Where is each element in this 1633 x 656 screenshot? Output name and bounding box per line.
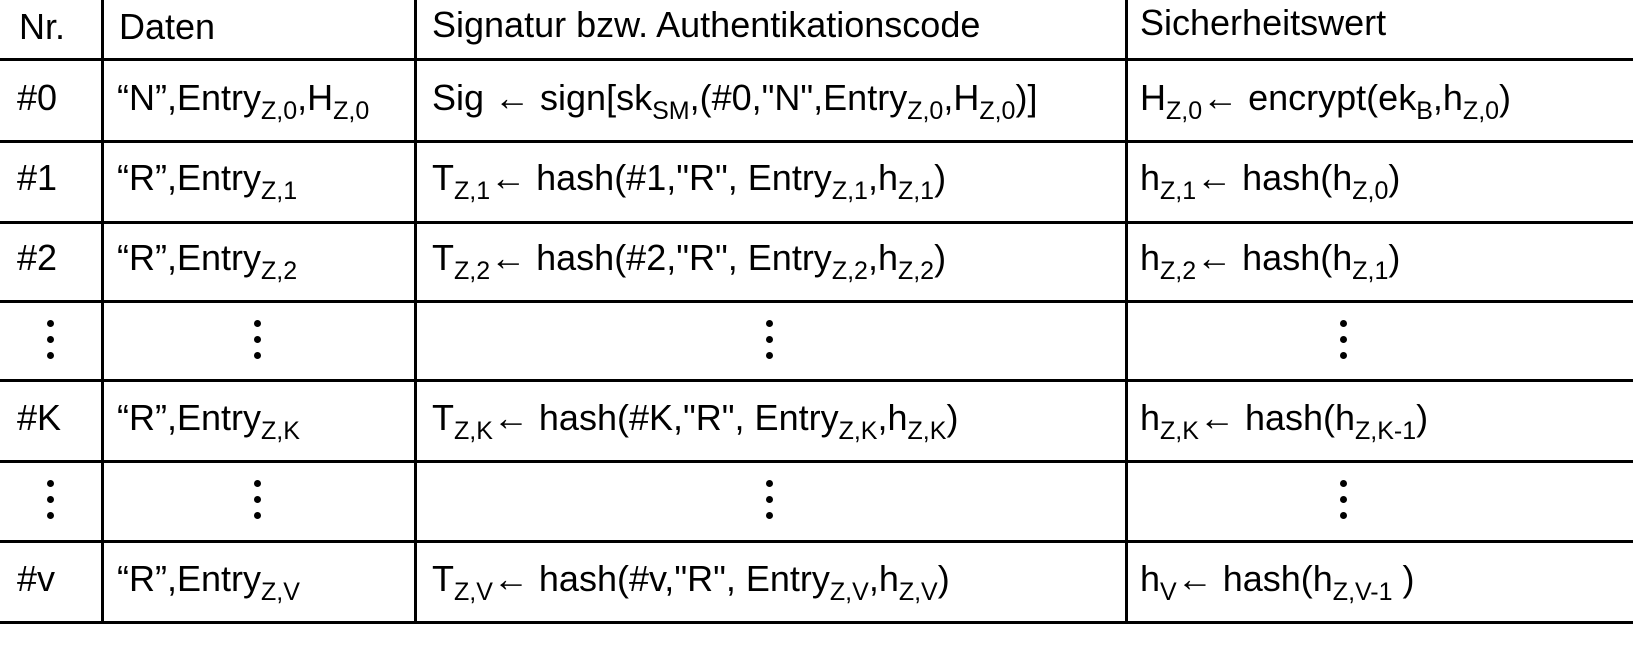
signature-cell: Sig ← sign[skSM,(#0,"N",EntryZ,0,HZ,0)]: [432, 78, 1037, 118]
row-divider: [0, 221, 1633, 224]
signature-cell: TZ,2← hash(#2,"R", EntryZ,2,hZ,2): [432, 238, 946, 278]
security-value-cell: hZ,K← hash(hZ,K-1): [1140, 398, 1428, 438]
vertical-ellipsis-icon: [1340, 480, 1347, 519]
security-value-cell: hV← hash(hZ,V-1 ): [1140, 559, 1415, 599]
daten-cell: “R”,EntryZ,2: [117, 238, 297, 278]
header-daten: Daten: [119, 7, 215, 47]
vertical-ellipsis-icon: [1340, 320, 1347, 359]
nr-cell: #1: [17, 158, 57, 198]
header-signatur: Signatur bzw. Authentikationscode: [432, 5, 980, 45]
nr-cell: #v: [17, 559, 55, 599]
row-divider: [0, 58, 1633, 61]
signature-cell: TZ,K← hash(#K,"R", EntryZ,K,hZ,K): [432, 398, 958, 438]
vertical-ellipsis-icon: [766, 480, 773, 519]
vertical-ellipsis-icon: [47, 480, 54, 519]
column-divider: [101, 0, 104, 624]
header-nr: Nr.: [19, 7, 65, 47]
security-value-cell: hZ,1← hash(hZ,0): [1140, 158, 1400, 198]
row-divider: [0, 379, 1633, 382]
signature-cell: TZ,V← hash(#v,"R", EntryZ,V,hZ,V): [432, 559, 950, 599]
row-divider: [0, 460, 1633, 463]
vertical-ellipsis-icon: [254, 320, 261, 359]
daten-cell: “R”,EntryZ,1: [117, 158, 297, 198]
daten-cell: “N”,EntryZ,0,HZ,0: [117, 78, 369, 118]
row-divider: [0, 140, 1633, 143]
row-divider: [0, 300, 1633, 303]
daten-cell: “R”,EntryZ,V: [117, 559, 300, 599]
security-value-cell: hZ,2← hash(hZ,1): [1140, 238, 1400, 278]
row-divider: [0, 621, 1633, 624]
vertical-ellipsis-icon: [254, 480, 261, 519]
daten-cell: “R”,EntryZ,K: [117, 398, 300, 438]
vertical-ellipsis-icon: [47, 320, 54, 359]
nr-cell: #0: [17, 78, 57, 118]
security-value-cell: HZ,0← encrypt(ekB,hZ,0): [1140, 78, 1511, 118]
nr-cell: #K: [17, 398, 61, 438]
nr-cell: #2: [17, 238, 57, 278]
column-divider: [1125, 0, 1128, 624]
column-divider: [414, 0, 417, 624]
header-sicherheitswert: Sicherheitswert: [1140, 3, 1386, 43]
signature-cell: TZ,1← hash(#1,"R", EntryZ,1,hZ,1): [432, 158, 946, 198]
vertical-ellipsis-icon: [766, 320, 773, 359]
row-divider: [0, 540, 1633, 543]
